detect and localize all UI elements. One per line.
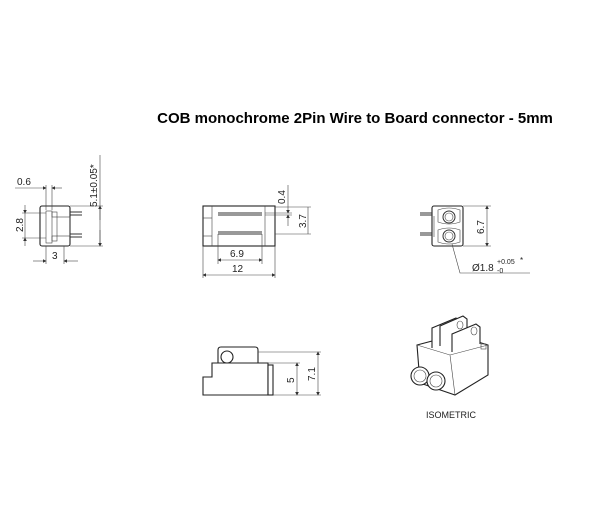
dim-5: 5 [286,377,297,383]
dim-6-7: 6.7 [476,220,487,234]
dim-12: 12 [232,264,244,275]
dim-3: 3 [52,251,58,262]
top-view: 0.4 3.7 6.9 12 [202,185,311,278]
dim-0-4: 0.4 [277,190,288,204]
isometric-label: ISOMETRIC [426,410,477,420]
dim-6-9: 6.9 [230,249,244,260]
dim-7-1: 7.1 [307,367,318,381]
tol-minus: -0 [497,268,503,275]
isometric-view: ISOMETRIC [410,315,489,420]
dim-5-1: 5.1±0.05* [89,164,100,207]
tol-plus: +0.05 [497,259,515,266]
dim-2-8: 2.8 [15,218,26,232]
dim-3-7: 3.7 [298,214,309,228]
tol-mark: * [520,256,523,265]
end-view: 6.7 Ø1.8 +0.05 -0 * [420,205,530,275]
drawing-title: COB monochrome 2Pin Wire to Board connec… [157,110,553,127]
side-view: 5 7.1 [202,346,321,396]
dim-hole-diameter: Ø1.8 [472,263,494,274]
front-view: 0.6 5.1±0.05* 2.8 3 [15,155,103,264]
dim-0-6: 0.6 [17,177,31,188]
